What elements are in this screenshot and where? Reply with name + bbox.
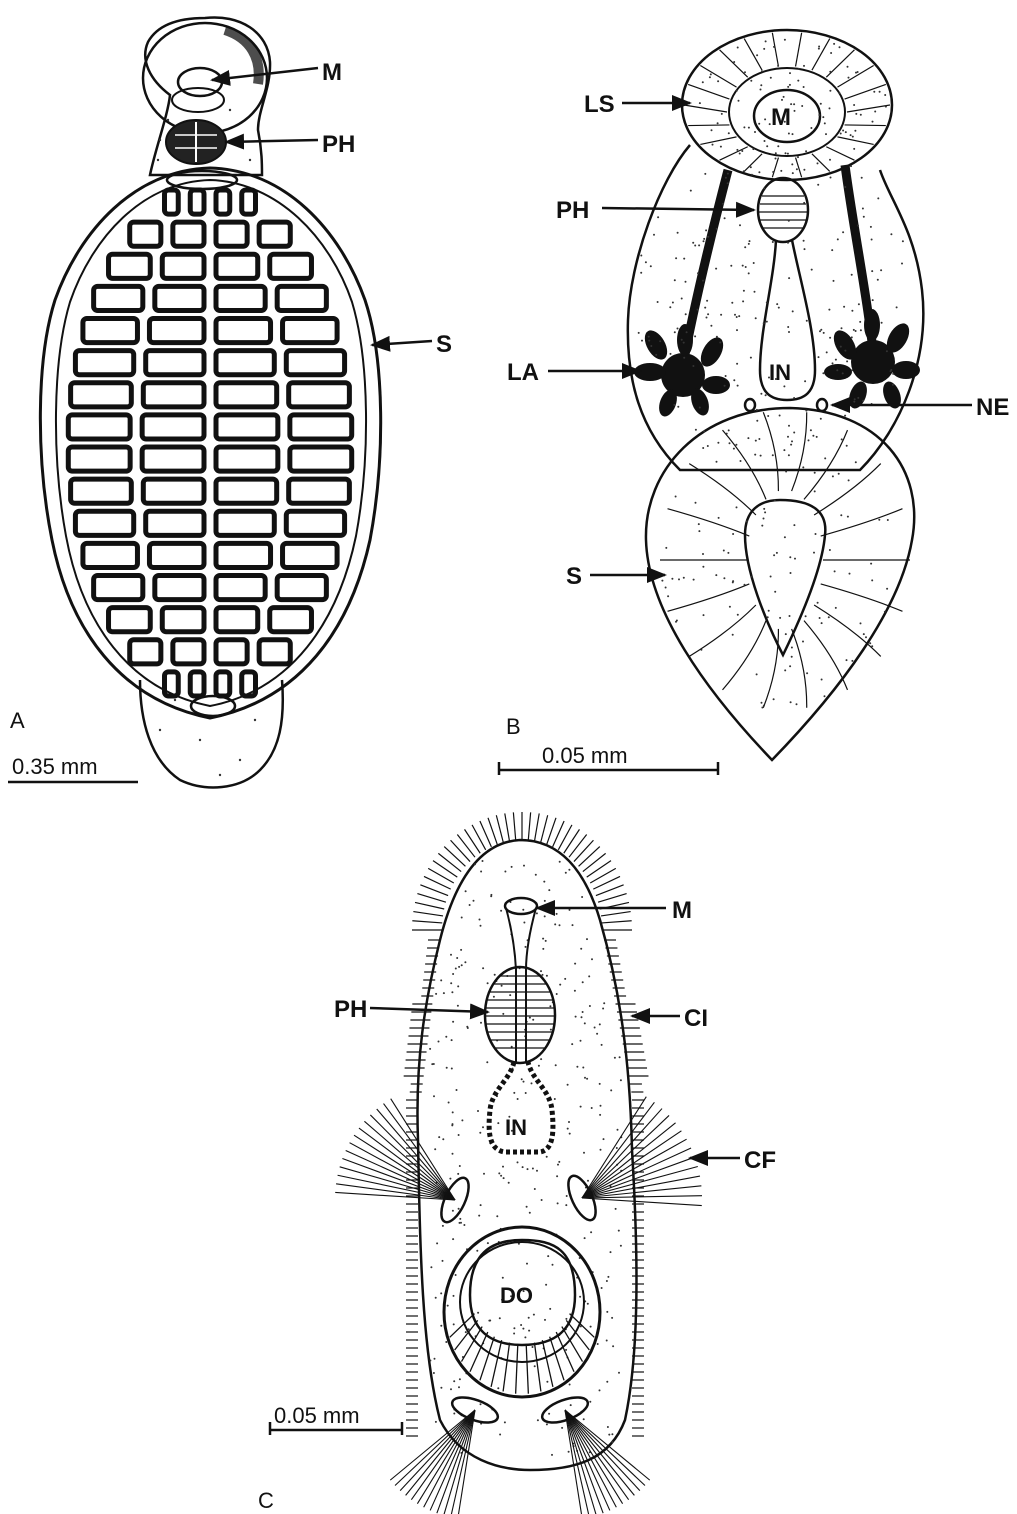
- panel-b-label-ne: NE: [976, 394, 1009, 421]
- panel-c-stipple: [429, 860, 622, 1456]
- panel-c-label-m: M: [672, 897, 692, 924]
- panel-b-nephridium-right: [817, 399, 827, 411]
- panel-b-label-m: M: [771, 104, 791, 131]
- panel-b-nephridium-left: [745, 399, 755, 411]
- panel-b-label-s: S: [566, 563, 582, 590]
- panel-c-scale-label: 0.05 mm: [274, 1403, 360, 1428]
- panel-a-letter: A: [10, 708, 25, 733]
- panel-c-label-ph: PH: [334, 996, 367, 1023]
- panel-c-label-do: DO: [500, 1283, 533, 1308]
- panel-b-lateral-appendage-right: [824, 309, 920, 411]
- panel-b-label-ph: PH: [556, 197, 589, 224]
- panel-a-sucker-grid: [68, 190, 351, 696]
- panel-a-label-s: S: [436, 331, 452, 358]
- panel-b-body: [628, 145, 923, 470]
- panel-a: M PH S A 0.35 mm: [8, 17, 452, 787]
- panel-b-letter: B: [506, 714, 521, 739]
- panel-c-label-in: IN: [505, 1115, 527, 1140]
- panel-a-sucker-outline: [40, 168, 380, 718]
- panel-b-sucker: [646, 408, 914, 760]
- panel-b-label-in: IN: [769, 360, 791, 385]
- panel-a-label-ph: PH: [322, 131, 355, 158]
- panel-b-label-la: LA: [507, 359, 539, 386]
- panel-c-label-ci: CI: [684, 1005, 708, 1032]
- panel-c-mouth: [505, 898, 537, 914]
- panel-a-label-m: M: [322, 59, 342, 86]
- panel-a-scale-label: 0.35 mm: [12, 754, 98, 779]
- panel-c-disc-organ: [444, 1227, 600, 1397]
- panel-c-label-cf: CF: [744, 1147, 776, 1174]
- panel-b-lateral-appendage-left: [634, 324, 730, 419]
- panel-c-disc-rays: [450, 1314, 595, 1394]
- panel-c-letter: C: [258, 1488, 274, 1513]
- panel-b-scale-label: 0.05 mm: [542, 743, 628, 768]
- panel-b: IN LS M PH: [499, 30, 1009, 775]
- panel-c: IN DO M PH CI CF 0.05 mm C: [258, 812, 776, 1514]
- panel-b-pharynx: [758, 178, 808, 242]
- panel-b-label-ls: LS: [584, 91, 615, 118]
